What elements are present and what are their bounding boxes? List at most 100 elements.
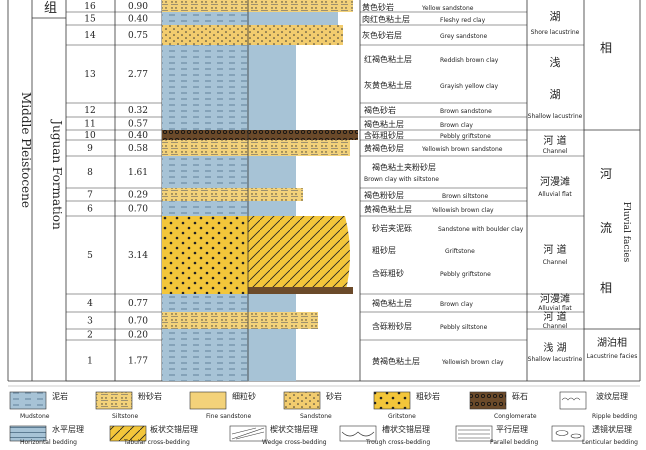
lithology-layer <box>162 201 248 216</box>
svg-text:粗砂层: 粗砂层 <box>372 245 396 255</box>
svg-text:Alluvial flat: Alluvial flat <box>538 191 572 198</box>
legend-swatch-gritstone <box>373 391 411 410</box>
svg-text:河 道: 河 道 <box>543 134 566 147</box>
svg-text:Ripple bedding: Ripple bedding <box>592 413 637 420</box>
svg-text:Lenticular bedding: Lenticular bedding <box>582 439 638 446</box>
svg-text:Yellow sandstone: Yellow sandstone <box>421 5 474 12</box>
svg-text:Brown clay with siltstone: Brown clay with siltstone <box>364 176 439 183</box>
layer-thickness-value: 0.32 <box>128 106 148 116</box>
lithology-layer <box>162 188 248 201</box>
layer-number: 9 <box>87 144 93 154</box>
subfacies-row-lines <box>527 44 584 330</box>
lithology-layer <box>162 312 248 329</box>
svg-text:Pebbly griftstone: Pebbly griftstone <box>440 133 491 140</box>
svg-text:Griftstone: Griftstone <box>445 248 475 255</box>
lithology-layer <box>162 103 248 117</box>
svg-text:Brown sandstone: Brown sandstone <box>440 108 492 115</box>
layer-number: 12 <box>84 106 95 116</box>
svg-text:Shore lacustrine: Shore lacustrine <box>531 29 580 36</box>
legend: 泥岩 Mudstone 粉砂岩 Siltstone 细粒砂 Fine sands… <box>8 385 640 446</box>
layer-thickness-value: 0.90 <box>128 2 148 12</box>
legend-swatch-horizontal-bedding <box>9 425 47 442</box>
lithology-layer <box>162 117 248 130</box>
svg-text:砂岩: 砂岩 <box>326 391 342 401</box>
svg-text:河漫滩: 河漫滩 <box>540 292 570 305</box>
layer-thickness-value: 1.61 <box>128 168 148 178</box>
layer-number: 7 <box>87 191 93 201</box>
svg-text:Fleshy red clay: Fleshy red clay <box>440 17 486 24</box>
legend-swatch-parallel-bedding <box>455 425 493 442</box>
layer-number: 1 <box>87 357 93 367</box>
legend-swatch-sandstone <box>283 391 321 410</box>
svg-text:黄褐色砂层: 黄褐色砂层 <box>364 143 404 153</box>
description-row-lines <box>360 11 527 341</box>
legend-swatch-trough-cross-bedding <box>339 425 377 442</box>
svg-text:Channel: Channel <box>543 259 568 266</box>
layer-thickness-value: 0.77 <box>128 299 148 309</box>
svg-text:Wedge cross-bedding: Wedge cross-bedding <box>262 439 327 446</box>
lithology-layer <box>162 0 248 12</box>
svg-text:Pebbly griftstone: Pebbly griftstone <box>440 271 491 278</box>
svg-text:砾石: 砾石 <box>512 391 528 401</box>
layer-number: 15 <box>84 15 96 25</box>
svg-text:Grayish yellow clay: Grayish yellow clay <box>440 83 499 90</box>
svg-text:Grey sandstone: Grey sandstone <box>440 33 488 40</box>
svg-text:Trough cross-bedding: Trough cross-bedding <box>365 439 430 446</box>
layer-thickness-value: 0.57 <box>128 120 148 130</box>
svg-text:含砾粗砂: 含砾粗砂 <box>372 268 404 278</box>
layer-thickness-value: 0.70 <box>128 205 148 215</box>
svg-text:槽状交错层理: 槽状交错层理 <box>382 424 430 434</box>
svg-text:含砾粗砂层: 含砾粗砂层 <box>364 130 404 140</box>
svg-text:相: 相 <box>600 281 612 295</box>
lithology-layer <box>162 45 248 103</box>
svg-text:细粒砂: 细粒砂 <box>232 391 256 401</box>
svg-text:Gritstone: Gritstone <box>388 413 416 420</box>
group-label: 组 <box>44 1 57 16</box>
lithology-layer <box>162 340 248 381</box>
facies-labels: 相 河 流 相 Fluvial facies 湖泊相 Lacustrine fa… <box>587 41 638 360</box>
svg-text:Lacustrine facies: Lacustrine facies <box>587 353 638 360</box>
svg-text:平行层理: 平行层理 <box>496 424 528 434</box>
svg-text:褐色粘土夹粉砂层: 褐色粘土夹粉砂层 <box>372 162 436 172</box>
svg-text:Pebbly siltstone: Pebbly siltstone <box>440 324 488 331</box>
svg-text:Yellowish brown sandstone: Yellowish brown sandstone <box>421 146 503 153</box>
subfacies-labels: 湖 Shore lacustrine 浅 湖 Shallow lacustrin… <box>528 10 583 363</box>
layer-thickness-value: 0.40 <box>128 131 148 141</box>
layer-number: 11 <box>84 120 95 130</box>
legend-swatch-siltstone <box>95 391 133 410</box>
svg-text:河漫滩: 河漫滩 <box>540 175 570 188</box>
svg-text:黄褐色粘土层: 黄褐色粘土层 <box>372 356 420 366</box>
svg-text:河 道: 河 道 <box>543 243 566 256</box>
layer-number: 13 <box>84 70 96 80</box>
lithology-layer <box>162 140 248 156</box>
layer-thickness-value: 1.77 <box>128 357 148 367</box>
lithology-layer <box>162 329 248 340</box>
svg-text:Mudstone: Mudstone <box>20 413 50 420</box>
lithology-layer <box>162 25 248 45</box>
layer-thickness-value: 2.77 <box>128 70 148 80</box>
svg-text:浅: 浅 <box>550 56 561 69</box>
svg-text:灰色砂岩层: 灰色砂岩层 <box>362 30 402 40</box>
svg-text:Reddish brown clay: Reddish brown clay <box>440 57 499 64</box>
svg-text:Channel: Channel <box>543 323 568 330</box>
svg-text:浅 湖: 浅 湖 <box>543 341 566 354</box>
svg-text:湖: 湖 <box>550 88 561 101</box>
layer-descriptions: 黄色砂岩 Yellow sandstone 肉红色粘土层 Fleshy red … <box>362 2 524 366</box>
legend-swatch-conglomerate <box>469 391 507 410</box>
layer-number: 8 <box>87 168 93 178</box>
svg-text:Shallow lacustrine: Shallow lacustrine <box>528 113 583 120</box>
svg-text:Sandstone with boulder clay: Sandstone with boulder clay <box>438 226 524 233</box>
svg-text:Yellowish brown clay: Yellowish brown clay <box>431 207 494 214</box>
svg-text:含砾粉砂层: 含砾粉砂层 <box>372 321 412 331</box>
lithology-layer <box>162 156 248 188</box>
svg-text:褐色粘土层: 褐色粘土层 <box>372 298 412 308</box>
svg-text:Shallow lacustrine: Shallow lacustrine <box>528 356 583 363</box>
layer-number: 6 <box>87 205 93 215</box>
legend-swatch-fine-sandstone <box>189 391 227 410</box>
layer-number: 2 <box>87 331 93 341</box>
svg-text:Fluvial facies: Fluvial facies <box>621 202 631 263</box>
layer-thickness-value: 3.14 <box>128 251 148 261</box>
svg-text:红褐色粘土层: 红褐色粘土层 <box>364 54 412 64</box>
svg-text:透镜状层理: 透镜状层理 <box>592 424 632 434</box>
